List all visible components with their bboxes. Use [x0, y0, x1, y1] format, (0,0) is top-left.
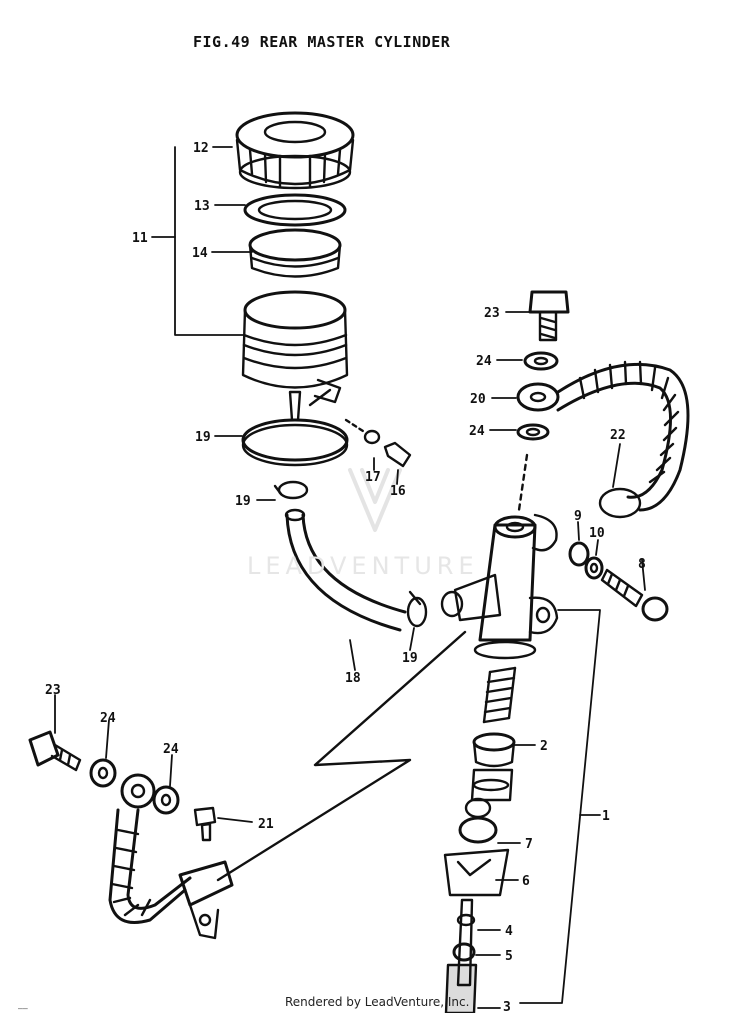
- callout-14: 14: [192, 246, 208, 261]
- render-credit: Rendered by LeadVenture, Inc.: [285, 995, 470, 1009]
- sealing-washer-lower-left-a: [89, 758, 117, 788]
- band-screw: [344, 418, 412, 468]
- routing-line: [216, 630, 467, 882]
- primary-cup: [472, 732, 516, 768]
- callout-4: 4: [505, 924, 513, 939]
- callout-24-middle: 24: [469, 424, 485, 439]
- callout-19-clamp: 19: [235, 494, 251, 509]
- banjo-fitting-lower: [120, 773, 156, 809]
- callout-5: 5: [505, 949, 513, 964]
- callout-21: 21: [258, 817, 274, 832]
- callout-labels: 12 13 11 14 23 24 20 24 22 19 17 16 19 9…: [45, 141, 646, 1013]
- callout-19-band: 19: [195, 430, 211, 445]
- callout-22: 22: [610, 428, 626, 443]
- watermark-text: LEADVENTURE: [247, 552, 479, 580]
- callout-1: 1: [602, 809, 610, 824]
- return-spring: [482, 666, 517, 724]
- callout-17: 17: [365, 470, 381, 485]
- sealing-washer-upper: [523, 351, 559, 371]
- bracket-bolt: [193, 806, 217, 842]
- leader-lines: [54, 146, 646, 1009]
- callout-24-lower-b: 24: [163, 742, 179, 757]
- callout-6: 6: [522, 874, 530, 889]
- washer-9: [568, 541, 590, 567]
- callout-16: 16: [390, 484, 406, 499]
- mounting-bolt: [600, 568, 669, 622]
- banjo-fitting: [516, 382, 560, 412]
- callout-24-upper: 24: [476, 354, 492, 369]
- hose-clamp-lower: [406, 590, 428, 628]
- brake-hose: [556, 360, 690, 519]
- hose-clamp-upper: [273, 480, 309, 500]
- callout-2: 2: [540, 739, 548, 754]
- diaphragm-plate: [243, 193, 347, 227]
- callout-3: 3: [503, 1000, 511, 1013]
- callout-19-lower: 19: [402, 651, 418, 666]
- pushrod: [444, 898, 478, 1013]
- callout-7: 7: [525, 837, 533, 852]
- watermark-logo: [348, 468, 402, 532]
- callout-8: 8: [638, 557, 646, 572]
- reservoir-hose: [284, 508, 407, 632]
- sealing-washer-lower: [516, 423, 550, 441]
- diaphragm: [248, 228, 342, 278]
- callout-23-lower: 23: [45, 683, 61, 698]
- reservoir-bracket: [178, 860, 234, 940]
- callout-13: 13: [194, 199, 210, 214]
- callout-20: 20: [470, 392, 486, 407]
- callout-24-lower-a: 24: [100, 711, 116, 726]
- corner-mark: ——: [18, 1004, 28, 1013]
- banjo-bolt-lower: [28, 730, 82, 772]
- callout-9: 9: [574, 509, 582, 524]
- reservoir-band: [241, 388, 349, 467]
- figure-title: FIG.49 REAR MASTER CYLINDER: [193, 33, 451, 51]
- sealing-washer-lower-left-b: [152, 785, 180, 815]
- piston: [470, 768, 514, 802]
- washer-10: [584, 556, 604, 580]
- reservoir-cap: [235, 111, 355, 190]
- master-cylinder-body: [440, 513, 559, 660]
- callout-10: 10: [589, 526, 605, 541]
- lower-brake-hose: [108, 808, 192, 924]
- callout-12: 12: [193, 141, 209, 156]
- callout-23-upper: 23: [484, 306, 500, 321]
- callout-11: 11: [132, 231, 148, 246]
- callout-18: 18: [345, 671, 361, 686]
- pushrod-boot: [443, 797, 510, 897]
- reservoir-body: [241, 290, 349, 422]
- banjo-bolt-upper: [528, 290, 570, 342]
